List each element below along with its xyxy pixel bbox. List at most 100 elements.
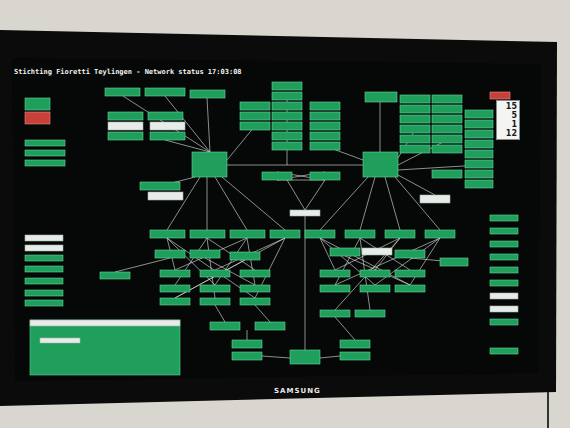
device-box [140, 182, 180, 190]
mesh-line [320, 238, 410, 285]
link-line [398, 130, 415, 158]
device-box [272, 122, 302, 130]
device-box [25, 150, 65, 156]
device-box [395, 285, 425, 292]
device-box [200, 270, 230, 277]
device-box [290, 350, 320, 364]
device-box [385, 230, 415, 238]
device-box [360, 285, 390, 292]
link-line [215, 305, 225, 322]
device-box [320, 285, 350, 292]
device-box [25, 266, 63, 272]
device-box [160, 285, 190, 292]
device-box [240, 285, 270, 292]
device-box [425, 230, 455, 238]
link-line [395, 177, 440, 230]
device-box [105, 88, 140, 96]
device-box [395, 250, 425, 258]
device-box [272, 112, 302, 120]
device-box [400, 125, 430, 133]
link-line [227, 165, 363, 166]
mesh-line [375, 238, 440, 285]
device-box [272, 92, 302, 100]
device-box [465, 120, 493, 128]
device-box [465, 150, 493, 158]
link-line [398, 175, 435, 195]
link-line [255, 305, 270, 322]
link-line [207, 177, 208, 230]
device-box [310, 112, 340, 120]
device-box [365, 92, 397, 102]
cable [547, 392, 549, 428]
alert-box [490, 92, 510, 99]
device-box [420, 195, 450, 203]
device-box [108, 112, 143, 120]
device-box [490, 348, 518, 354]
device-box [200, 285, 230, 292]
device-box [340, 352, 370, 360]
counter-number: 12 [499, 129, 517, 138]
device-box [400, 95, 430, 103]
hub-box [363, 152, 398, 177]
device-box [108, 122, 143, 130]
counter-panel: 155112 [496, 100, 520, 140]
device-box [150, 230, 185, 238]
device-box [432, 115, 462, 123]
device-box [432, 125, 462, 133]
link-line [335, 317, 355, 340]
device-box [190, 230, 225, 238]
device-box [240, 102, 270, 110]
device-box [490, 293, 518, 299]
hub-box [192, 152, 227, 177]
device-box [310, 102, 340, 110]
screen-title: Stichting Fioretti Teylingen - Network s… [14, 68, 242, 76]
device-box [272, 82, 302, 90]
device-box [400, 105, 430, 113]
device-box [230, 252, 260, 260]
device-box [310, 122, 340, 130]
alert-box [25, 112, 50, 124]
device-box [190, 250, 220, 258]
link-line [287, 180, 305, 210]
counter-number: 15 [499, 102, 517, 111]
device-boxes [25, 82, 518, 375]
device-box [262, 172, 292, 180]
network-links [115, 96, 480, 358]
device-box [232, 352, 262, 360]
device-box [345, 230, 375, 238]
device-box [25, 300, 63, 306]
device-box [310, 172, 340, 180]
device-box [465, 140, 493, 148]
device-box [270, 230, 300, 238]
device-box [490, 228, 518, 234]
link-line [262, 356, 290, 358]
device-box [355, 310, 385, 317]
device-box [305, 230, 335, 238]
device-box [150, 122, 185, 130]
mesh-line [335, 238, 440, 285]
device-box [240, 270, 270, 277]
link-line [320, 356, 340, 358]
mesh-line [215, 238, 285, 270]
device-box [465, 180, 493, 188]
panel-row [40, 338, 80, 343]
device-box [25, 278, 63, 284]
mesh-line [175, 238, 207, 285]
device-box [190, 90, 225, 98]
device-box [145, 88, 185, 96]
link-line [320, 177, 368, 230]
device-box [440, 258, 468, 266]
device-box [400, 145, 430, 153]
link-line [247, 330, 248, 340]
device-box [360, 270, 390, 277]
device-box [100, 272, 130, 279]
mesh-line [335, 238, 360, 285]
device-box [432, 95, 462, 103]
device-box [210, 322, 240, 330]
device-box [108, 132, 143, 140]
mesh-line [247, 238, 255, 285]
device-box [432, 135, 462, 143]
device-box [400, 115, 430, 123]
device-box [465, 110, 493, 118]
